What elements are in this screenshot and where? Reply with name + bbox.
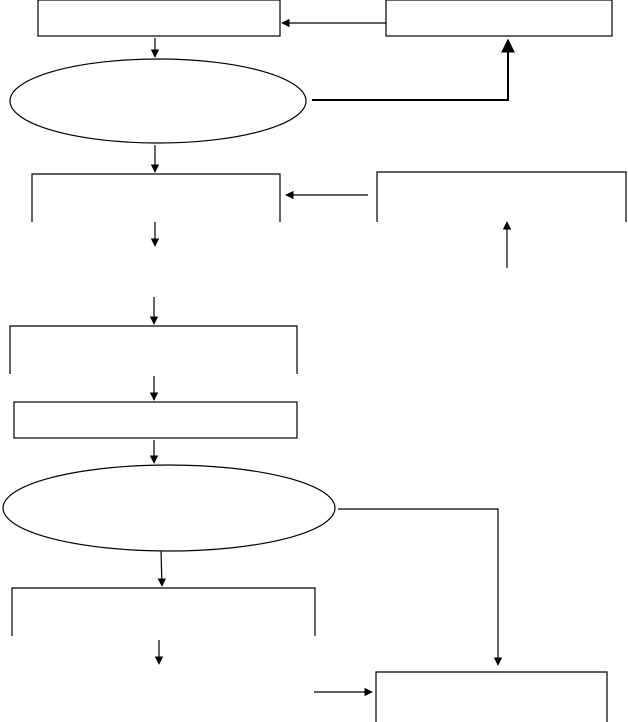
node-box-top-left xyxy=(37,0,281,37)
node-box-top-right xyxy=(385,0,613,37)
node-box-bottom-left xyxy=(11,587,316,636)
edge-decision-2-to-bottom-right xyxy=(338,508,503,666)
node-box-bottom-right xyxy=(375,671,608,722)
edge-decision-2-to-bottom-left xyxy=(157,550,166,587)
node-box-mid-left xyxy=(31,173,281,222)
node-box-process-2 xyxy=(13,401,298,439)
node-box-process-1 xyxy=(9,325,298,374)
node-box-mid-right xyxy=(376,171,627,222)
node-decision-1 xyxy=(9,58,307,144)
edge-decision-1-to-top-right xyxy=(312,38,515,101)
node-decision-2 xyxy=(2,464,336,552)
